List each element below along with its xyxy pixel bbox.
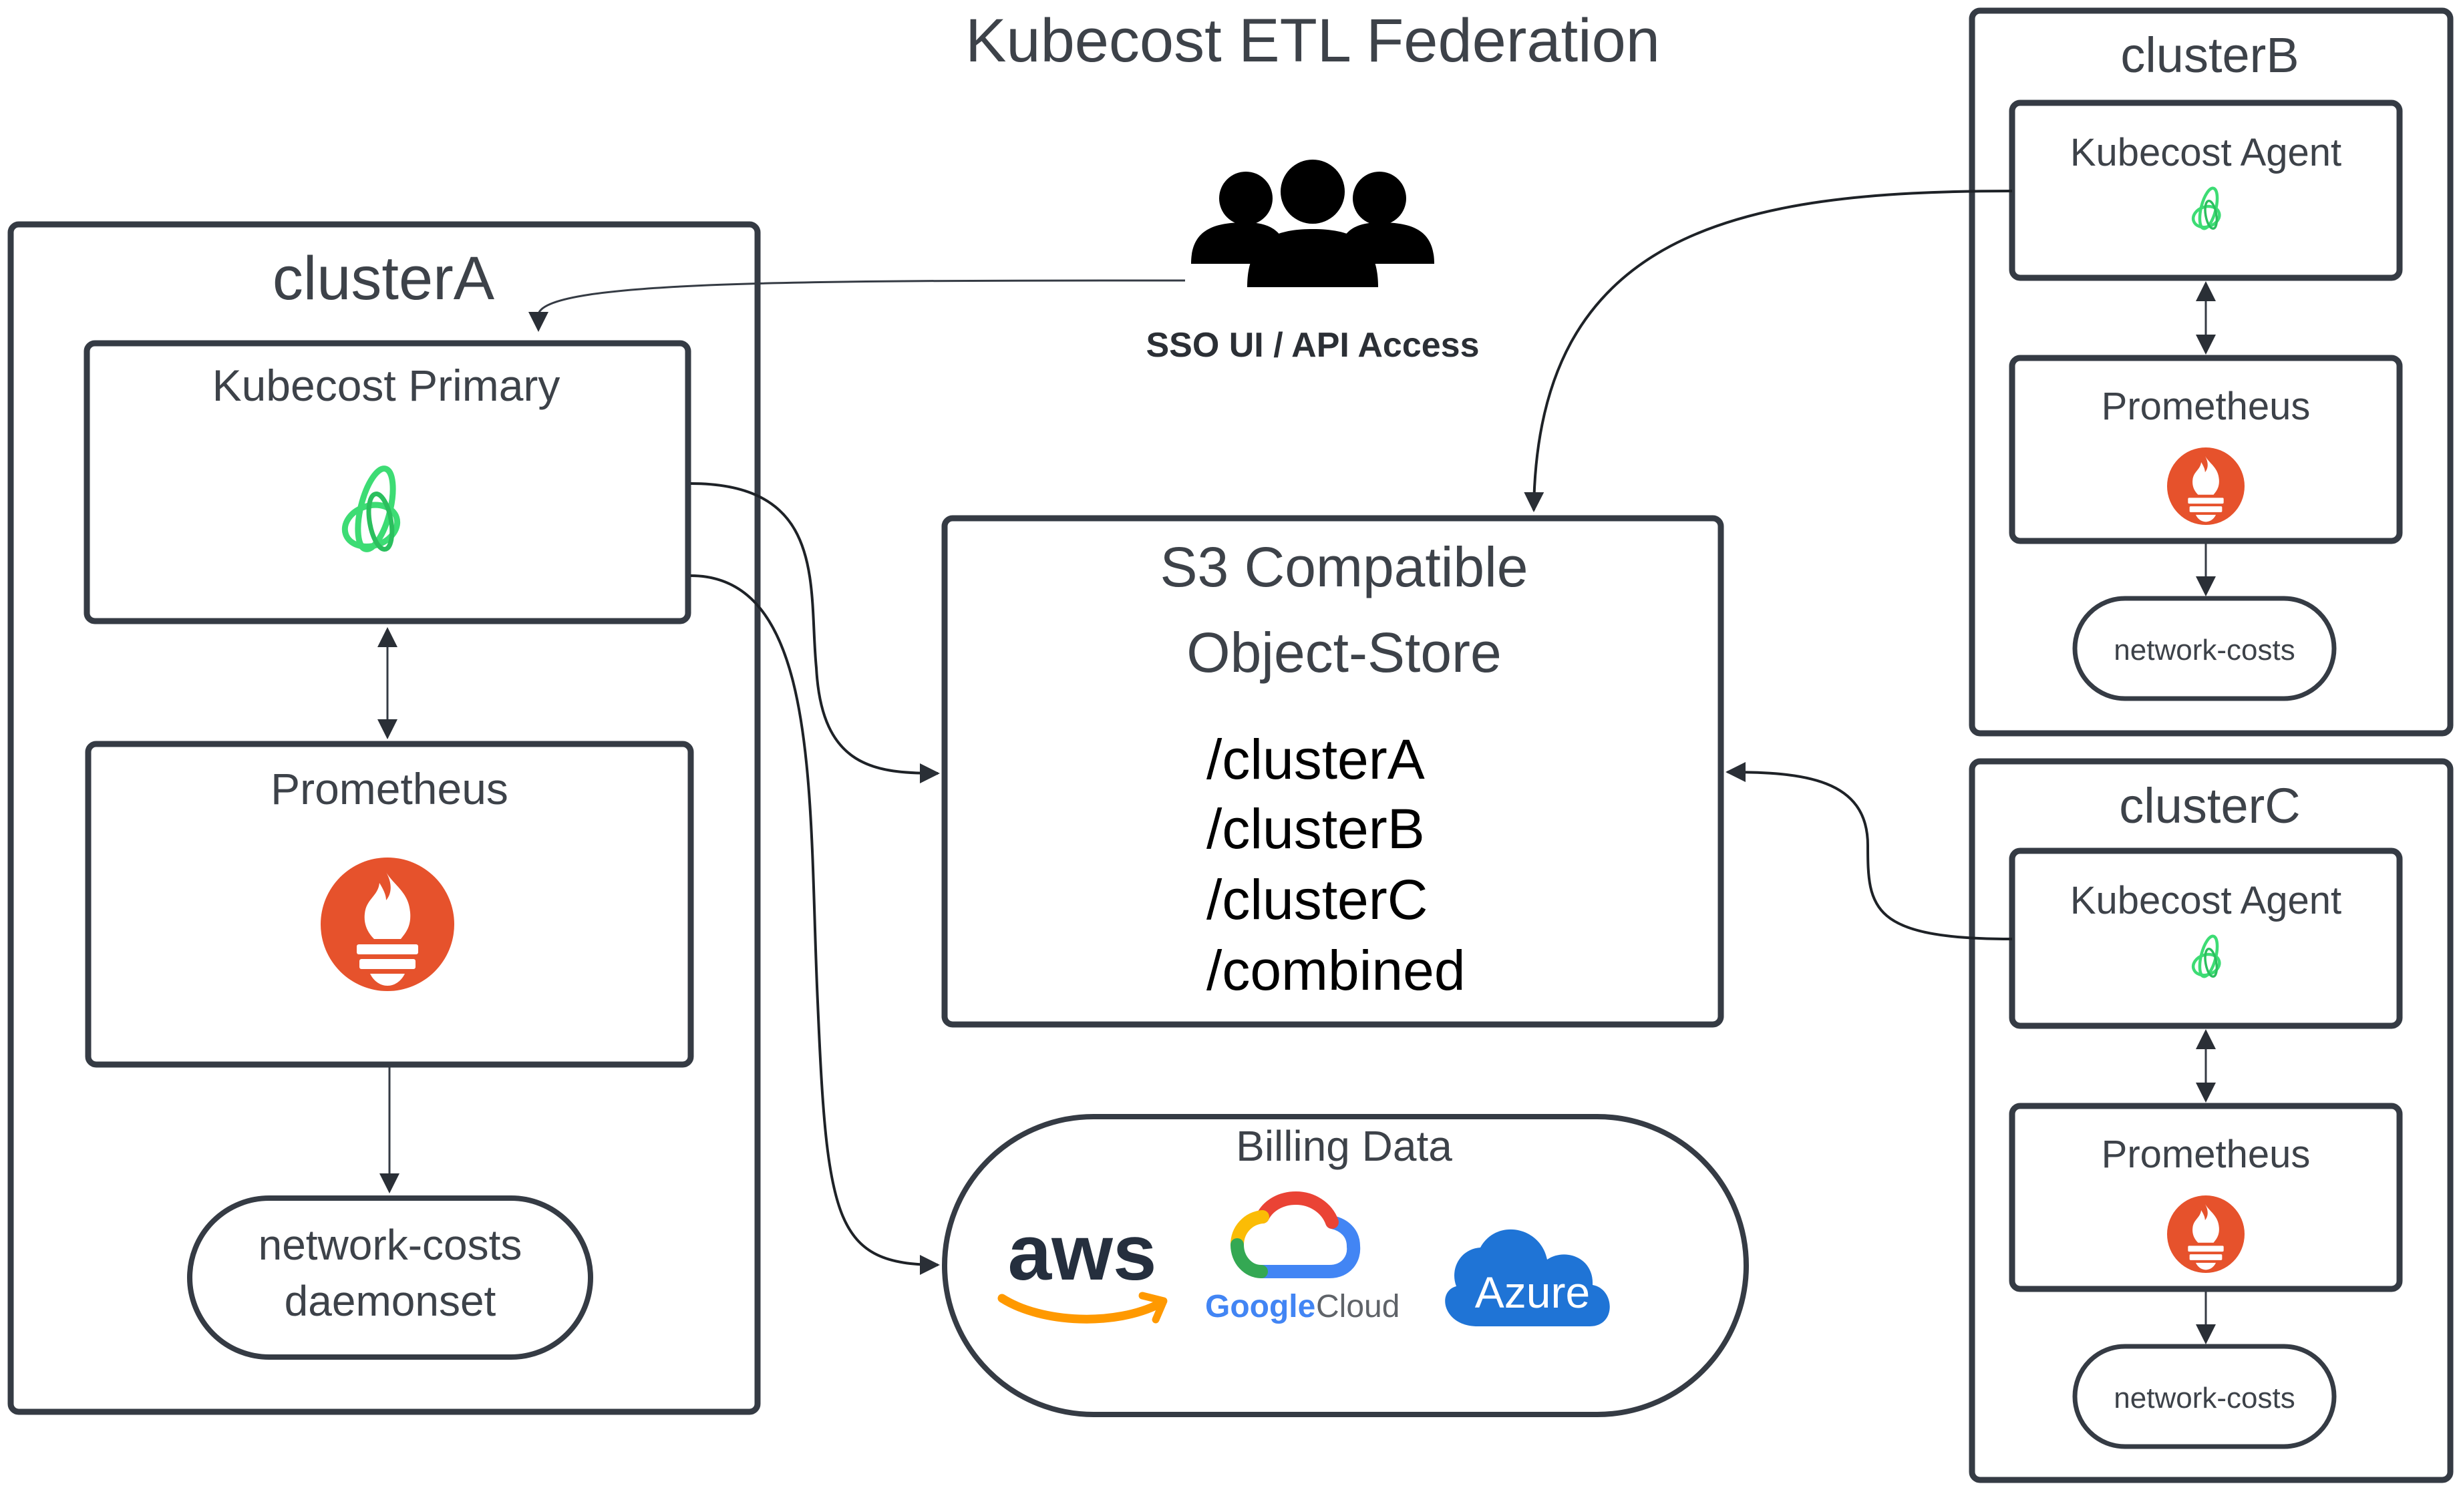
object-store-path: /clusterA [1206, 728, 1425, 791]
cluster-b-label: clusterB [2120, 27, 2299, 83]
primary-to-object-store-connector [690, 482, 940, 783]
network-costs-daemonset-a [187, 1195, 593, 1360]
network-costs-c [2072, 1344, 2337, 1449]
svg-text:Google: Google [1205, 1289, 1315, 1324]
billing-data-label: Billing Data [1236, 1122, 1452, 1170]
sso-to-primary-connector [528, 279, 1186, 332]
cluster-a-container [7, 221, 761, 1415]
cluster-a-label: clusterA [273, 244, 495, 313]
object-store-line1: S3 Compatible [1160, 536, 1528, 598]
svg-text:Cloud: Cloud [1316, 1289, 1400, 1324]
cluster-c-container [1969, 758, 2454, 1483]
cluster-c-label: clusterC [2119, 778, 2300, 833]
network-costs-line2-a: daemonset [285, 1277, 496, 1325]
diagram-title: Kubecost ETL Federation [965, 7, 1660, 75]
sso-label: SSO UI / API Access [1146, 326, 1479, 365]
object-store-path: /clusterC [1206, 868, 1428, 931]
network-costs-label-c: network-costs [2114, 1382, 2295, 1414]
prometheus-label-b: Prometheus [2102, 385, 2311, 428]
kubecost-agent-label-c: Kubecost Agent [2070, 879, 2341, 922]
google-cloud-logo-icon: Google Cloud [1205, 1191, 1400, 1324]
kubecost-primary-label: Kubecost Primary [212, 361, 560, 410]
cluster-b-container [1969, 7, 2454, 737]
prometheus-logo-icon [2167, 447, 2245, 525]
agent-b-to-object-store-connector [1524, 190, 2013, 512]
object-store-box [941, 515, 1724, 1028]
agent-c-to-object-store-connector [1726, 762, 2013, 940]
svg-text:aws: aws [1007, 1209, 1156, 1297]
kubecost-agent-box-c [2009, 847, 2403, 1029]
kubecost-agent-label-b: Kubecost Agent [2070, 131, 2341, 174]
network-costs-line1-a: network-costs [259, 1221, 522, 1269]
azure-logo-icon: Azure [1445, 1229, 1610, 1326]
object-store-path: /combined [1206, 939, 1466, 1002]
prometheus-logo-icon [2167, 1195, 2245, 1273]
prometheus-label-a: Prometheus [271, 764, 508, 813]
aws-logo-icon: aws [997, 1209, 1168, 1324]
object-store-path: /clusterB [1206, 797, 1425, 860]
object-store-line2: Object-Store [1186, 621, 1502, 684]
prometheus-logo-icon [321, 858, 454, 991]
network-costs-label-b: network-costs [2114, 634, 2295, 667]
svg-text:Azure: Azure [1475, 1268, 1590, 1317]
primary-to-billing-connector [690, 574, 940, 1275]
network-costs-b [2072, 596, 2337, 701]
kubecost-primary-box [84, 340, 691, 624]
users-group-icon [1191, 160, 1434, 287]
prometheus-label-c: Prometheus [2102, 1133, 2311, 1176]
kubecost-agent-box-b [2009, 100, 2403, 281]
